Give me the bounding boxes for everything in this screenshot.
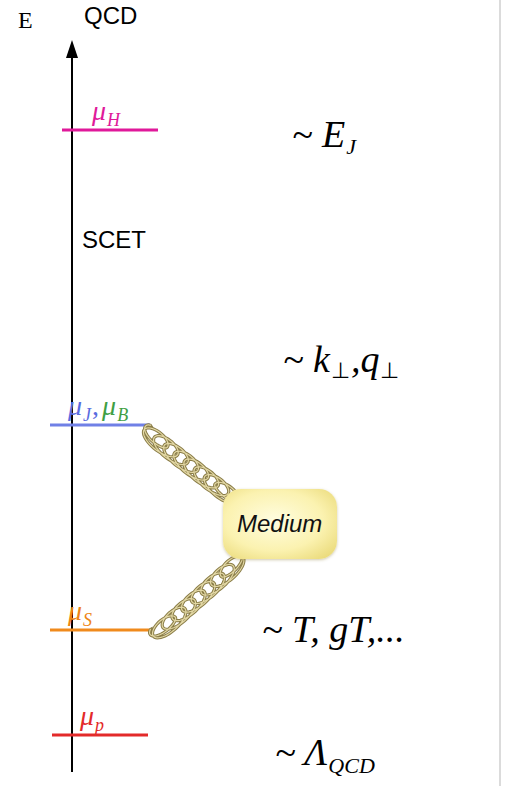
scale-tick xyxy=(50,629,150,632)
scale-label: p xyxy=(95,716,104,734)
scale-label: ,q xyxy=(351,340,380,378)
gluon-line xyxy=(150,553,244,638)
scale-label: QCD xyxy=(328,755,374,777)
scale-label: ~ Λ xyxy=(275,733,327,771)
gluon-line xyxy=(150,553,244,638)
scale-label: S xyxy=(83,611,92,629)
scale-label: μ xyxy=(80,702,94,730)
scale-label: ⊥ xyxy=(331,360,350,382)
scale-label: QCD xyxy=(84,4,137,28)
scale-label: , xyxy=(92,392,99,420)
scale-label: μ xyxy=(102,392,116,420)
scale-label: μ xyxy=(92,97,106,125)
node-text: Medium xyxy=(237,512,337,536)
scale-label: μ xyxy=(68,392,82,420)
axis-arrowhead xyxy=(66,40,78,58)
region-label: SCET xyxy=(82,228,146,252)
scale-label: ~ k xyxy=(283,340,330,378)
scale-label: ⊥ xyxy=(380,360,399,382)
scale-label: B xyxy=(117,406,128,424)
gluon-line xyxy=(143,425,241,504)
scale-label: E xyxy=(18,8,33,32)
scale-label: J xyxy=(83,406,91,424)
scale-label: ~ E xyxy=(292,115,345,153)
gluon-line xyxy=(143,425,241,504)
scale-label: H xyxy=(107,111,120,129)
scale-label: μ xyxy=(68,597,82,625)
scale-label: ~ T, gT,... xyxy=(262,610,405,648)
scale-label: J xyxy=(346,136,356,158)
medium-box: Medium xyxy=(223,489,337,559)
frame-line xyxy=(499,0,501,786)
scale-tick xyxy=(50,424,150,427)
